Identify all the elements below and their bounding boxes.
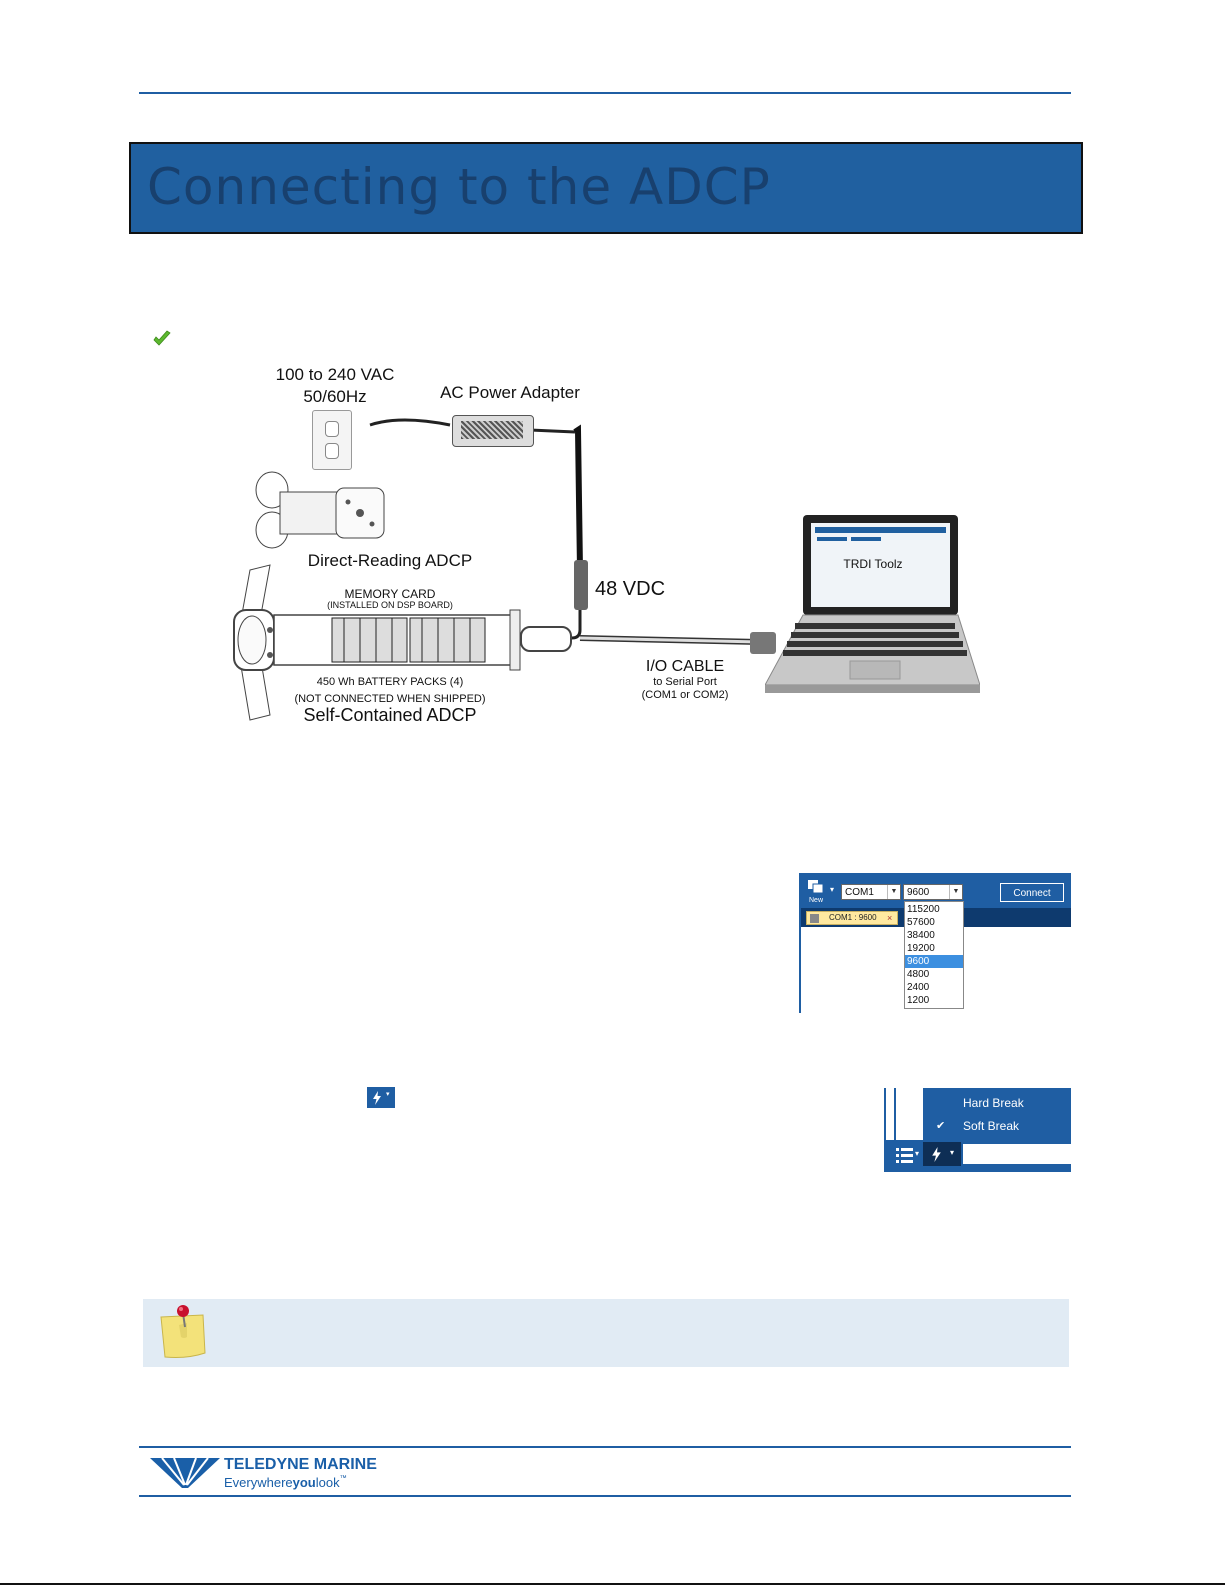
- baud-option[interactable]: 1200: [907, 995, 930, 1006]
- dc-voltage-label: 48 VDC: [595, 578, 666, 600]
- self-contained-label: Self-Contained ADCP: [303, 705, 477, 725]
- page-title: Connecting to the ADCP: [147, 158, 771, 216]
- io-cable-label: I/O CABLE: [645, 658, 725, 675]
- header-rule: [139, 92, 1071, 94]
- connect-button[interactable]: Connect: [1000, 883, 1064, 902]
- break-button-inline[interactable]: ▾: [367, 1087, 395, 1108]
- baud-option[interactable]: 38400: [907, 930, 935, 941]
- break-button[interactable]: ▾: [923, 1142, 961, 1166]
- io-cable-plug: [520, 626, 572, 652]
- port-value: COM1: [845, 887, 874, 898]
- command-input[interactable]: [963, 1144, 1071, 1164]
- laptop-image: [765, 515, 980, 693]
- baud-value: 9600: [907, 887, 930, 898]
- tagline-part: you: [292, 1475, 316, 1490]
- list-icon[interactable]: [896, 1147, 914, 1163]
- baud-option[interactable]: 19200: [907, 943, 935, 954]
- chevron-down-icon: ▾: [950, 1148, 955, 1157]
- close-icon[interactable]: ×: [887, 913, 893, 923]
- chevron-down-icon: ▾: [386, 1091, 390, 1098]
- checkmark-icon: ✔: [936, 1120, 946, 1132]
- baud-option[interactable]: 2400: [907, 982, 930, 993]
- menu-item-hard-break[interactable]: Hard Break: [923, 1091, 1069, 1115]
- laptop-screen-text: TRDI Toolz: [843, 557, 903, 571]
- teledyne-logo-icon: [150, 1457, 220, 1488]
- new-label: New: [809, 897, 824, 904]
- brand-name: TELEDYNE MARINE: [224, 1456, 377, 1473]
- lightning-icon: [932, 1147, 941, 1162]
- chevron-down-icon: ▼: [949, 885, 962, 899]
- note-box: [143, 1299, 1069, 1367]
- menu-item-soft-break[interactable]: ✔ Soft Break: [923, 1114, 1069, 1138]
- break-menu-screenshot: Hard Break ✔ Soft Break ▾ ▾: [884, 1088, 1071, 1172]
- adapter-label: AC Power Adapter: [440, 383, 580, 402]
- dc-connector: [574, 560, 588, 610]
- trademark: ™: [339, 1475, 347, 1482]
- ac-power-adapter: [452, 415, 534, 447]
- footer-rule-bottom: [139, 1495, 1071, 1497]
- wall-outlet: [312, 410, 352, 470]
- pushpin-note-icon: [160, 1305, 206, 1358]
- chevron-down-icon[interactable]: ▾: [915, 1149, 920, 1158]
- power-freq-label: 50/60Hz: [303, 387, 367, 406]
- lightning-icon: [373, 1091, 381, 1105]
- io-cable-sub2: (COM1 or COM2): [641, 689, 729, 701]
- baud-select[interactable]: 9600 ▼: [903, 884, 963, 900]
- menu-item-label: Soft Break: [963, 1119, 1020, 1133]
- brand-tagline: Everywhereyoulook™: [224, 1475, 347, 1490]
- memory-card-label: MEMORY CARD: [344, 587, 436, 601]
- baud-option[interactable]: 57600: [907, 917, 935, 928]
- direct-reading-adcp-image: [255, 471, 385, 549]
- tab-label: COM1 : 9600: [829, 913, 877, 922]
- tab-icon: [810, 914, 819, 923]
- toolz-toolbar-screenshot: New ▾ COM1 ▼ 9600 ▼ Connect COM1 : 9600 …: [799, 873, 1071, 1013]
- connection-diagram: 100 to 240 VAC 50/60Hz AC Power Adapter …: [220, 360, 980, 740]
- direct-reading-label: Direct-Reading ADCP: [307, 551, 473, 570]
- baud-option[interactable]: 4800: [907, 969, 930, 980]
- menu-item-label: Hard Break: [963, 1096, 1024, 1110]
- title-banner: Connecting to the ADCP: [129, 142, 1083, 234]
- baud-option[interactable]: 9600: [905, 955, 963, 968]
- tagline-part: look: [315, 1475, 340, 1490]
- self-contained-adcp-image: [233, 564, 521, 721]
- chevron-down-icon: ▼: [887, 885, 900, 899]
- tagline-part: Everywhere: [224, 1475, 293, 1490]
- power-input-label: 100 to 240 VAC: [275, 365, 395, 384]
- baud-option[interactable]: 115200: [907, 904, 940, 915]
- tab-com1[interactable]: COM1 : 9600 ×: [806, 911, 898, 925]
- battery-sub: (NOT CONNECTED WHEN SHIPPED): [294, 693, 486, 705]
- new-dropdown-arrow[interactable]: ▾: [830, 885, 835, 894]
- checkmark-icon: [153, 330, 171, 346]
- page-edge: [0, 1583, 1225, 1585]
- battery-label: 450 Wh BATTERY PACKS (4): [316, 676, 464, 688]
- memory-card-sub: (INSTALLED ON DSP BOARD): [327, 600, 453, 610]
- port-select[interactable]: COM1 ▼: [841, 884, 901, 900]
- cable-lines: [369, 418, 761, 645]
- io-cable-sub1: to Serial Port: [653, 676, 717, 688]
- new-terminal-icon[interactable]: [807, 879, 827, 895]
- footer-rule-top: [139, 1446, 1071, 1448]
- serial-plug: [750, 632, 776, 654]
- break-menu: Hard Break ✔ Soft Break: [923, 1088, 1071, 1140]
